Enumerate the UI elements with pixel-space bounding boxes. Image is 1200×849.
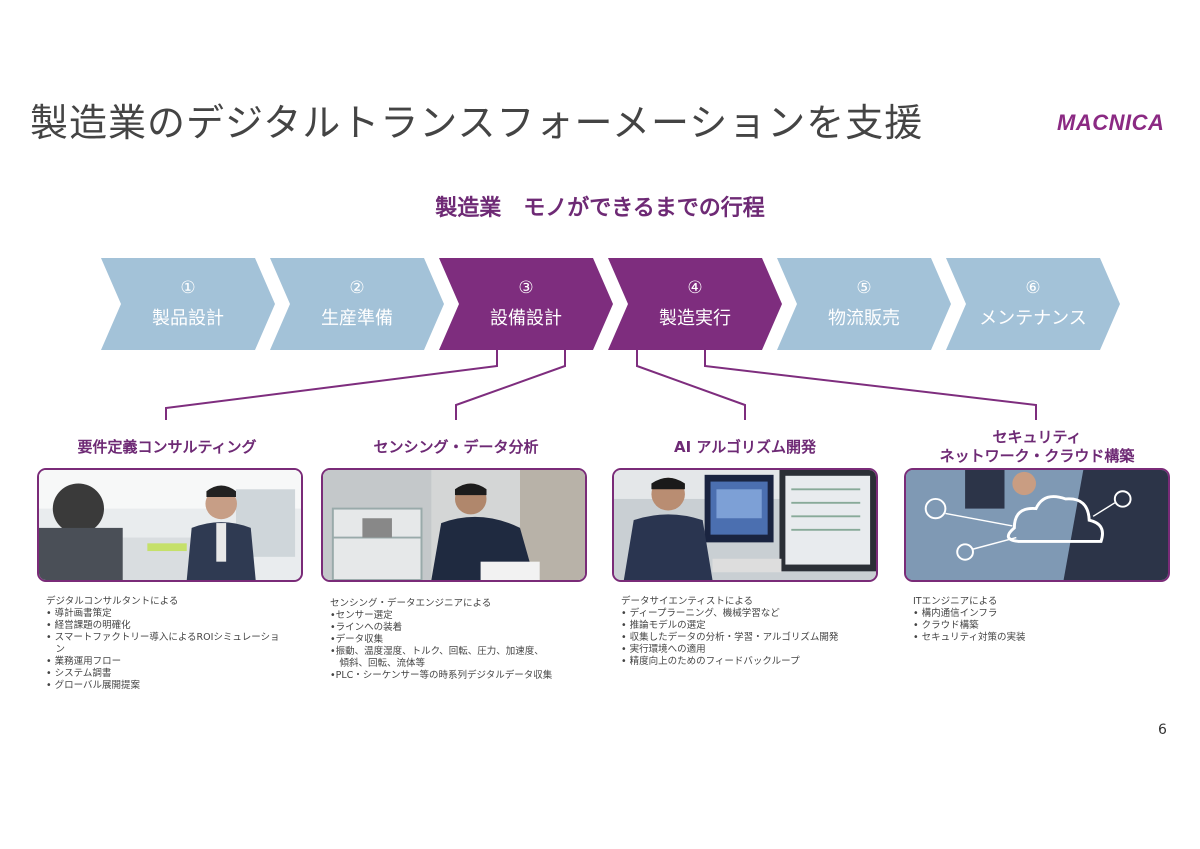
- service-desc-list: • 導計画書策定 • 経営課題の明確化 • スマートファクトリー導入によるROI…: [46, 608, 306, 692]
- list-item: •ラインへの装着: [330, 622, 403, 633]
- service-title-security: セキュリティ ネットワーク・クラウド構築: [904, 428, 1170, 466]
- step-number: ②: [349, 278, 365, 298]
- step-number: ③: [518, 278, 534, 298]
- photo-sensing-engineer: [321, 468, 587, 582]
- process-step-4: ④ 製造実行: [608, 258, 782, 350]
- service-desc-lead: デジタルコンサルタントによる: [46, 596, 179, 607]
- list-item: • システム調書: [46, 668, 112, 679]
- page-title: 製造業のデジタルトランスフォーメーションを支援: [30, 101, 924, 145]
- service-desc-ai: データサイエンティストによる • ディープラーニング、機械学習など • 推論モデ…: [621, 596, 881, 668]
- step-number: ④: [687, 278, 703, 298]
- service-title-ai: AI アルゴリズム開発: [612, 438, 878, 457]
- list-item: • 業務運用フロー: [46, 656, 122, 667]
- service-title-line: セキュリティ: [992, 428, 1082, 446]
- step-label: 物流販売: [828, 308, 900, 329]
- list-item: •データ収集: [330, 634, 384, 645]
- connector-line-security: [704, 350, 1037, 420]
- step-label: 設備設計: [490, 308, 562, 329]
- process-step-1: ① 製品設計: [101, 258, 275, 350]
- step-label: 製品設計: [152, 308, 224, 329]
- photo-illustration: [614, 470, 876, 580]
- connector-line-ai: [636, 350, 746, 420]
- service-desc-consulting: デジタルコンサルタントによる • 導計画書策定 • 経営課題の明確化 • スマー…: [46, 596, 306, 692]
- service-desc-list: • ディープラーニング、機械学習など • 推論モデルの選定 • 収集したデータの…: [621, 608, 881, 668]
- photo-it-cloud: [904, 468, 1170, 582]
- service-desc-lead: ITエンジニアによる: [913, 596, 998, 607]
- photo-consultant-meeting: [37, 468, 303, 582]
- page-number: 6: [1158, 722, 1167, 738]
- process-step-2: ② 生産準備: [270, 258, 444, 350]
- step-label: メンテナンス: [979, 308, 1087, 329]
- process-step-5: ⑤ 物流販売: [777, 258, 951, 350]
- chevron-shape: [608, 258, 782, 350]
- photo-illustration: [906, 470, 1168, 580]
- list-item: •振動、温度湿度、トルク、回転、圧力、加速度、 傾斜、回転、流体等: [330, 646, 544, 669]
- service-title-line: センシング・データ分析: [373, 438, 539, 456]
- service-title-line: ネットワーク・クラウド構築: [939, 447, 1135, 465]
- list-item: • クラウド構築: [913, 620, 979, 631]
- process-subtitle: 製造業 モノができるまでの行程: [435, 196, 765, 221]
- service-title-sensing: センシング・データ分析: [323, 438, 589, 457]
- chevron-shape: [270, 258, 444, 350]
- service-desc-list: •センサー選定 •ラインへの装着 •データ収集 •振動、温度湿度、トルク、回転、…: [330, 610, 596, 682]
- service-desc-security: ITエンジニアによる • 構内通信インフラ • クラウド構築 • セキュリティ対…: [913, 596, 1173, 644]
- service-title-line: 要件定義コンサルティング: [77, 438, 257, 456]
- chevron-shape: [777, 258, 951, 350]
- chevron-shape: [946, 258, 1120, 350]
- macnica-logo: MACNICA: [1057, 110, 1165, 135]
- service-title-consulting: 要件定義コンサルティング: [37, 438, 297, 457]
- list-item: • 導計画書策定: [46, 608, 112, 619]
- list-item: • グローバル展開提案: [46, 680, 141, 691]
- step-number: ⑥: [1025, 278, 1041, 298]
- list-item: • 精度向上のためのフィードバックループ: [621, 656, 800, 667]
- list-item: • 実行環境への適用: [621, 644, 706, 655]
- service-desc-sensing: センシング・データエンジニアによる •センサー選定 •ラインへの装着 •データ収…: [330, 598, 596, 682]
- list-item: • ディープラーニング、機械学習など: [621, 608, 780, 619]
- connector-line-consulting: [165, 350, 498, 420]
- photo-illustration: [39, 470, 301, 580]
- photo-data-scientist: [612, 468, 878, 582]
- list-item: •PLC・シーケンサー等の時系列デジタルデータ収集: [330, 670, 553, 681]
- list-item: • 収集したデータの分析・学習・アルゴリズム開発: [621, 632, 839, 643]
- list-item: •センサー選定: [330, 610, 393, 621]
- service-desc-lead: センシング・データエンジニアによる: [330, 598, 492, 609]
- chevron-shape: [101, 258, 275, 350]
- connector-line-sensing: [455, 350, 566, 420]
- service-desc-list: • 構内通信インフラ • クラウド構築 • セキュリティ対策の実装: [913, 608, 1173, 644]
- step-number: ①: [180, 278, 196, 298]
- service-desc-lead: データサイエンティストによる: [621, 596, 754, 607]
- process-step-3: ③ 設備設計: [439, 258, 613, 350]
- list-item: • セキュリティ対策の実装: [913, 632, 1026, 643]
- list-item: • スマートファクトリー導入によるROIシミュレーショ ン: [46, 632, 280, 655]
- process-step-6: ⑥ メンテナンス: [946, 258, 1120, 350]
- list-item: • 経営課題の明確化: [46, 620, 131, 631]
- list-item: • 推論モデルの選定: [621, 620, 706, 631]
- step-label: 生産準備: [321, 308, 393, 329]
- list-item: • 構内通信インフラ: [913, 608, 998, 619]
- photo-illustration: [323, 470, 585, 580]
- service-title-line: AI アルゴリズム開発: [674, 438, 816, 456]
- chevron-shape: [439, 258, 613, 350]
- step-number: ⑤: [856, 278, 872, 298]
- step-label: 製造実行: [659, 308, 731, 329]
